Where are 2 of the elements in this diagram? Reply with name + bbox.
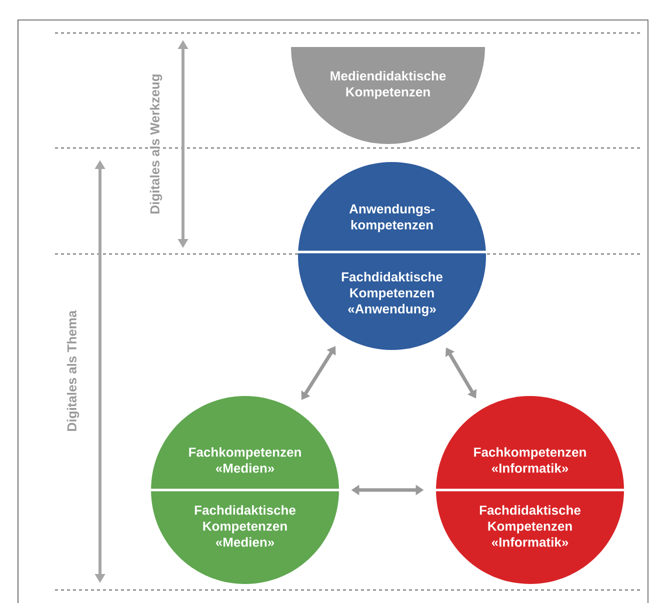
- rotated-label: Digitales als Thema: [66, 310, 80, 431]
- rotated-label: Digitales als Werkzeug: [150, 74, 162, 214]
